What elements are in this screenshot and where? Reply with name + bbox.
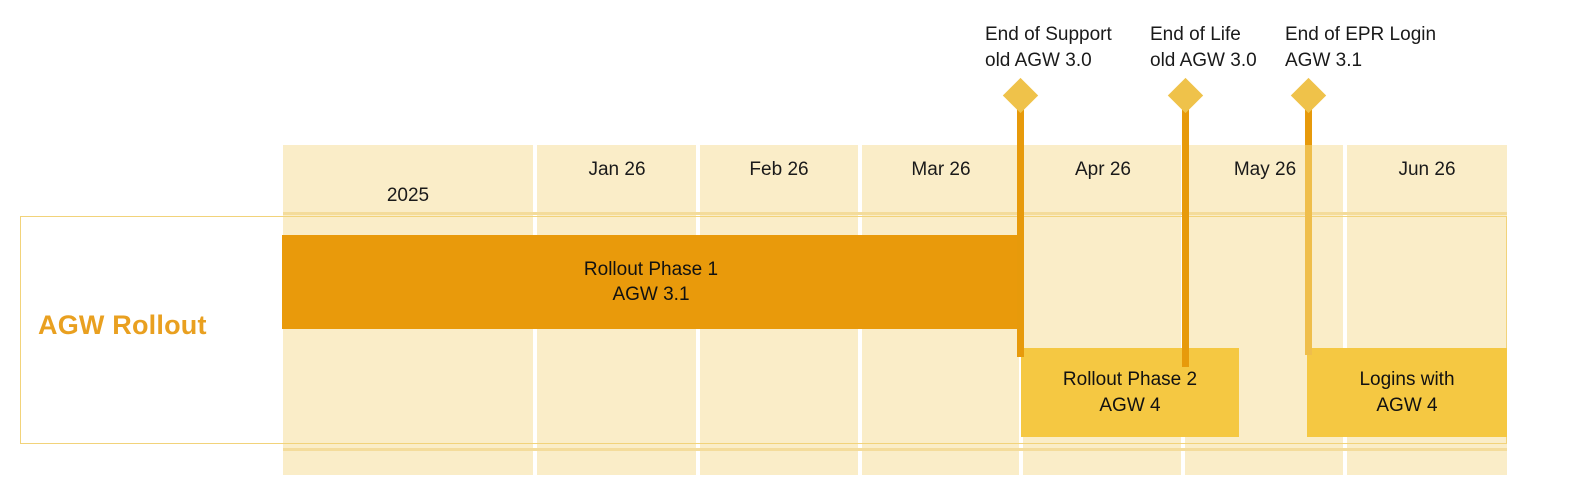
task-bar-label-line1: Rollout Phase 1 [583, 258, 719, 280]
milestone-label-end-of-life: End of Life old AGW 3.0 [1150, 22, 1257, 74]
header-month-mar-26: Mar 26 [911, 159, 971, 180]
milestone-connector-line-end-of-epr-login-top [1305, 105, 1312, 145]
milestone-label-line2: AGW 3.1 [1285, 50, 1363, 72]
milestone-label-line1: End of EPR Login [1285, 24, 1437, 45]
header-month-jan-26: Jan 26 [588, 159, 646, 180]
header-month-apr-26: Apr 26 [1075, 159, 1131, 180]
milestone-connector-line-end-of-support [1017, 105, 1024, 357]
milestone-label-end-of-support: End of Support old AGW 3.0 [985, 22, 1112, 74]
row-label-box [20, 216, 1507, 444]
task-bar-label-line2: AGW 4 [1099, 394, 1161, 416]
milestone-connector-line-end-of-epr-login [1305, 145, 1312, 355]
task-bar-logins-with-agw-4[interactable]: Logins with AGW 4 [1307, 348, 1507, 437]
page-title: AGW Rollout [38, 310, 207, 340]
header-month-jun-26: Jun 26 [1398, 159, 1456, 180]
milestone-label-line1: End of Support [985, 24, 1112, 45]
task-bar-label-line2: AGW 3.1 [612, 284, 690, 305]
milestone-label-line2: old AGW 3.0 [985, 50, 1092, 72]
milestone-diamond-icon[interactable] [1167, 77, 1204, 114]
milestone-diamond-icon[interactable] [1290, 77, 1327, 114]
milestone-label-end-of-epr-login: End of EPR Login AGW 3.1 [1285, 22, 1436, 74]
milestone-label-line2: old AGW 3.0 [1150, 50, 1257, 72]
header-month-2025: 2025 [386, 185, 430, 206]
task-bar-label-line2: AGW 4 [1376, 394, 1438, 416]
header-month-may-26: May 26 [1233, 159, 1297, 180]
header-month-feb-26: Feb 26 [749, 159, 809, 180]
milestone-connector-line-end-of-life [1182, 105, 1189, 367]
bottom-row-separator [283, 448, 1507, 451]
task-bar-label-line1: Rollout Phase 2 [1062, 369, 1198, 391]
task-bar-rollout-phase-2[interactable]: Rollout Phase 2 AGW 4 [1021, 348, 1239, 437]
header-row-separator [283, 212, 1507, 215]
task-bar-label-line1: Logins with [1359, 369, 1455, 391]
task-bar-rollout-phase-1[interactable]: Rollout Phase 1 AGW 3.1 [282, 235, 1020, 329]
milestone-diamond-icon[interactable] [1002, 77, 1039, 114]
milestone-label-line1: End of Life [1150, 24, 1241, 45]
column-separator [1343, 145, 1347, 475]
